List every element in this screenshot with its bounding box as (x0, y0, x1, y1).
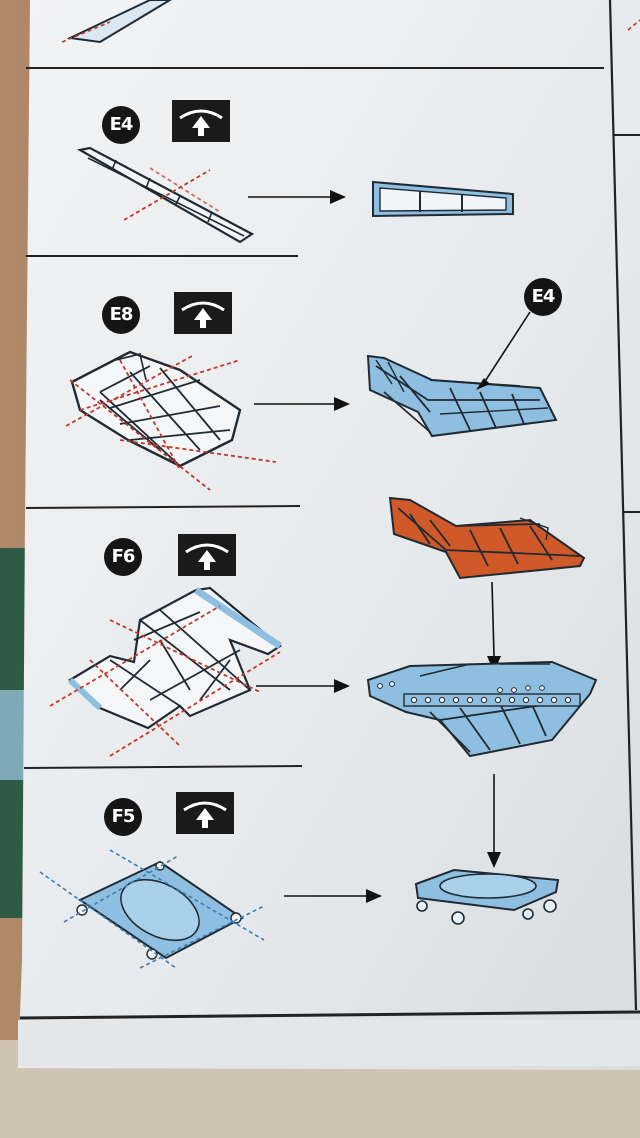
callout-badge-e4: E4 (524, 278, 562, 316)
step-f5-flat-part (39, 849, 265, 969)
e4-callout-leader (476, 311, 531, 390)
step-e4-folded-part (372, 180, 514, 218)
paper-bottom-band (18, 1020, 640, 1066)
previous-step-part (61, 0, 640, 44)
fold-up-icon (178, 534, 236, 576)
step-f6-flat-part (49, 586, 282, 757)
column-divider (608, 0, 638, 1011)
step-f5-folded-part (414, 868, 560, 925)
assembly-to-base-arrow (487, 774, 501, 868)
fold-up-icon (174, 292, 232, 334)
step-number-f6: F6 (104, 538, 142, 576)
step-e8-folded-part (366, 354, 558, 438)
step-e4-arrow (248, 190, 346, 204)
step-f6-assembled-part (366, 660, 598, 758)
step-divider-3 (25, 505, 301, 509)
step-e8-flat-part (65, 350, 277, 491)
step-number-e4: E4 (102, 106, 140, 144)
page-border-bottom (19, 1010, 640, 1020)
step-f6-orange-part (388, 496, 586, 580)
fold-up-icon (176, 792, 234, 834)
step-e8-arrow (254, 397, 350, 411)
step-number-f5: F5 (104, 798, 142, 836)
step-number-e8: E8 (102, 296, 140, 334)
step-f6-arrow (256, 679, 350, 693)
step-e4-flat-part (76, 146, 255, 244)
step-f5-arrow (284, 889, 382, 903)
step-divider-4 (23, 765, 303, 769)
fold-up-icon (172, 100, 230, 142)
instruction-paper (18, 0, 640, 1070)
